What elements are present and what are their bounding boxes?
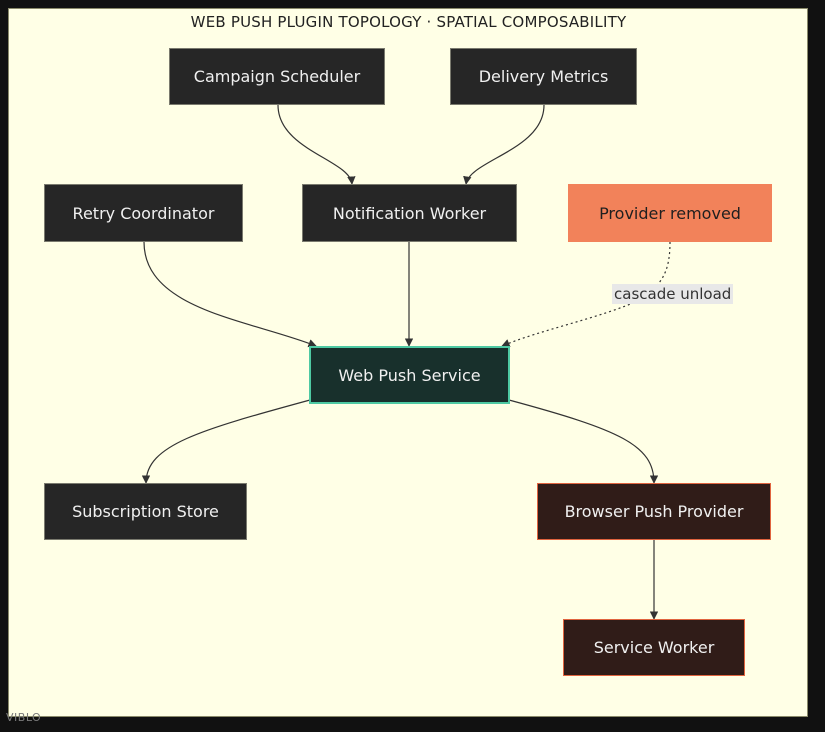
node-retry-coordinator[interactable]: Retry Coordinator <box>44 184 243 242</box>
edge-campaign-to-worker <box>277 104 356 185</box>
node-label: Web Push Service <box>338 365 481 385</box>
diagram-title: WEB PUSH PLUGIN TOPOLOGY · SPATIAL COMPO… <box>190 13 627 31</box>
node-browser-push-provider[interactable]: Browser Push Provider <box>537 483 771 540</box>
watermark-logo: VIBLO <box>6 711 42 724</box>
node-subscription-store[interactable]: Subscription Store <box>44 483 247 540</box>
node-label: Service Worker <box>593 638 715 657</box>
node-label: Provider removed <box>599 203 741 223</box>
node-web-push-service[interactable]: Web Push Service <box>309 346 510 404</box>
edge-label-cascade-unload: cascade unload <box>612 284 734 304</box>
node-provider-removed[interactable]: Provider removed <box>568 184 772 242</box>
node-campaign-scheduler[interactable]: Campaign Scheduler <box>169 48 385 105</box>
edge-retry-to-service <box>143 241 317 348</box>
node-label: Browser Push Provider <box>564 502 744 521</box>
node-notification-worker[interactable]: Notification Worker <box>302 184 517 242</box>
edge-service-to-store <box>141 399 311 484</box>
node-label: Delivery Metrics <box>478 67 609 86</box>
edge-metrics-to-worker <box>463 104 545 185</box>
node-label: Campaign Scheduler <box>193 67 361 86</box>
node-service-worker[interactable]: Service Worker <box>563 619 745 676</box>
edge-service-to-provider <box>508 399 659 484</box>
node-label: Retry Coordinator <box>72 203 215 223</box>
node-label: Notification Worker <box>332 203 487 223</box>
node-label: Subscription Store <box>72 502 219 521</box>
node-delivery-metrics[interactable]: Delivery Metrics <box>450 48 637 105</box>
